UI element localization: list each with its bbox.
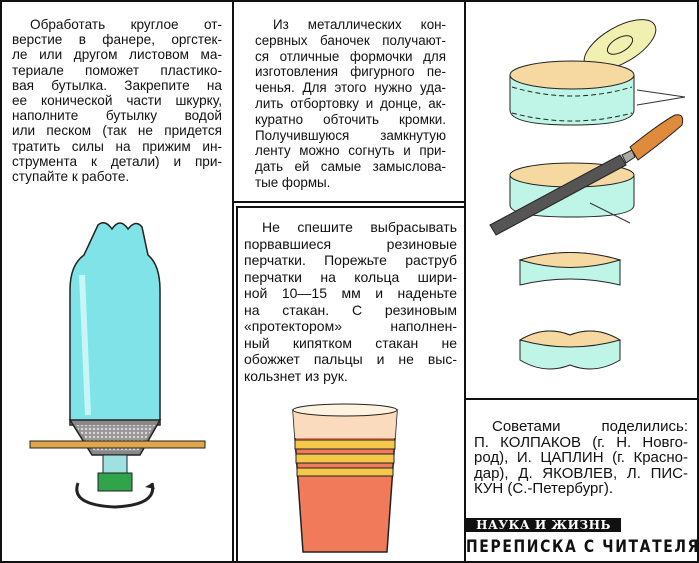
text-line: сервных баночек получают- (255, 32, 446, 48)
text-line: ный кипятком стакан не (244, 334, 457, 351)
credits-panel-frame (464, 398, 699, 563)
text-line: тратить силы на прижим ин- (12, 138, 222, 154)
text-line: Обработать круглое от- (30, 17, 222, 32)
text-line: перчатки. Порежьте раструб (244, 252, 457, 268)
left-panel-frame (0, 0, 234, 563)
text-line: дать ей самые замыслова- (255, 159, 446, 175)
text-line: перчатки на кольца шири- (244, 268, 457, 285)
text-line: Получившуюся замкнутую (255, 127, 446, 143)
text-line: Из металлических кон- (273, 17, 446, 32)
text-line: П. КОЛПАКОВ (г. Н. Новго- (474, 433, 688, 451)
text-line: обожжет пальцы и не выс- (244, 351, 457, 367)
text-line: Советами поделились: (492, 418, 688, 435)
text-line: ченья. Для этого нужно уда- (255, 80, 446, 96)
text-line: род), И. ЦАПЛИН (г. Красно- (474, 449, 688, 467)
text-line: Не спешите выбрасывать (262, 219, 457, 235)
text-line: ной 10—15 мм и наденьте (244, 285, 457, 301)
bottle-illustration (29, 222, 206, 509)
text-line: ее конической части шкурку, (12, 93, 222, 109)
text-line: верстие в фанере, оргстек- (12, 32, 222, 48)
text-line: наполните бутылку водой (12, 108, 222, 124)
text-line: вая бутылка. Закрепите на (12, 77, 222, 93)
text-line: струмента к детали) и при- (12, 153, 222, 169)
cookie-cutter-illustration (489, 19, 686, 370)
text-line: дар), Д. ЯКОВЛЕВ, Л. ПИС- (474, 464, 688, 482)
bottle-tip-text: Обработать круглое от-верстие в фанере, … (12, 17, 222, 184)
text-line: ле или другом листовом ма- (12, 47, 222, 63)
text-line: «протектором» наполнен- (244, 318, 457, 334)
tin-cutter-tip-text: Из металлических кон-сервных баночек пол… (255, 17, 446, 191)
text-line: териале поможет пластико- (12, 62, 222, 78)
credits-text: Советами поделились:П. КОЛПАКОВ (г. Н. Н… (474, 419, 688, 497)
text-line: лить отбортовку и донце, ак- (255, 95, 446, 111)
text-line: кользнет из рук. (244, 367, 348, 384)
text-line: изготовления фигурного пе- (255, 64, 446, 80)
text-line: или песком (так не придется (12, 123, 222, 139)
glass-illustration (292, 403, 398, 553)
text-line: порвавшиеся резиновые (244, 235, 457, 252)
text-line: ленту можно согнуть и при- (255, 143, 446, 159)
magazine-logo: НАУКА И ЖИЗНЬ (466, 518, 621, 532)
text-line: тые формы. (255, 174, 331, 190)
text-line: ступайте к работе. (12, 169, 130, 185)
text-line: на стакан. С резиновым (244, 301, 457, 318)
text-line: ся отличные формочки для (255, 48, 446, 64)
text-line: КУН (С.-Петербург). (474, 480, 614, 498)
section-title: ПЕРЕПИСКА С ЧИТАТЕЛЯМИ (466, 537, 699, 557)
text-line: куратно обточить кромки. (255, 111, 446, 127)
